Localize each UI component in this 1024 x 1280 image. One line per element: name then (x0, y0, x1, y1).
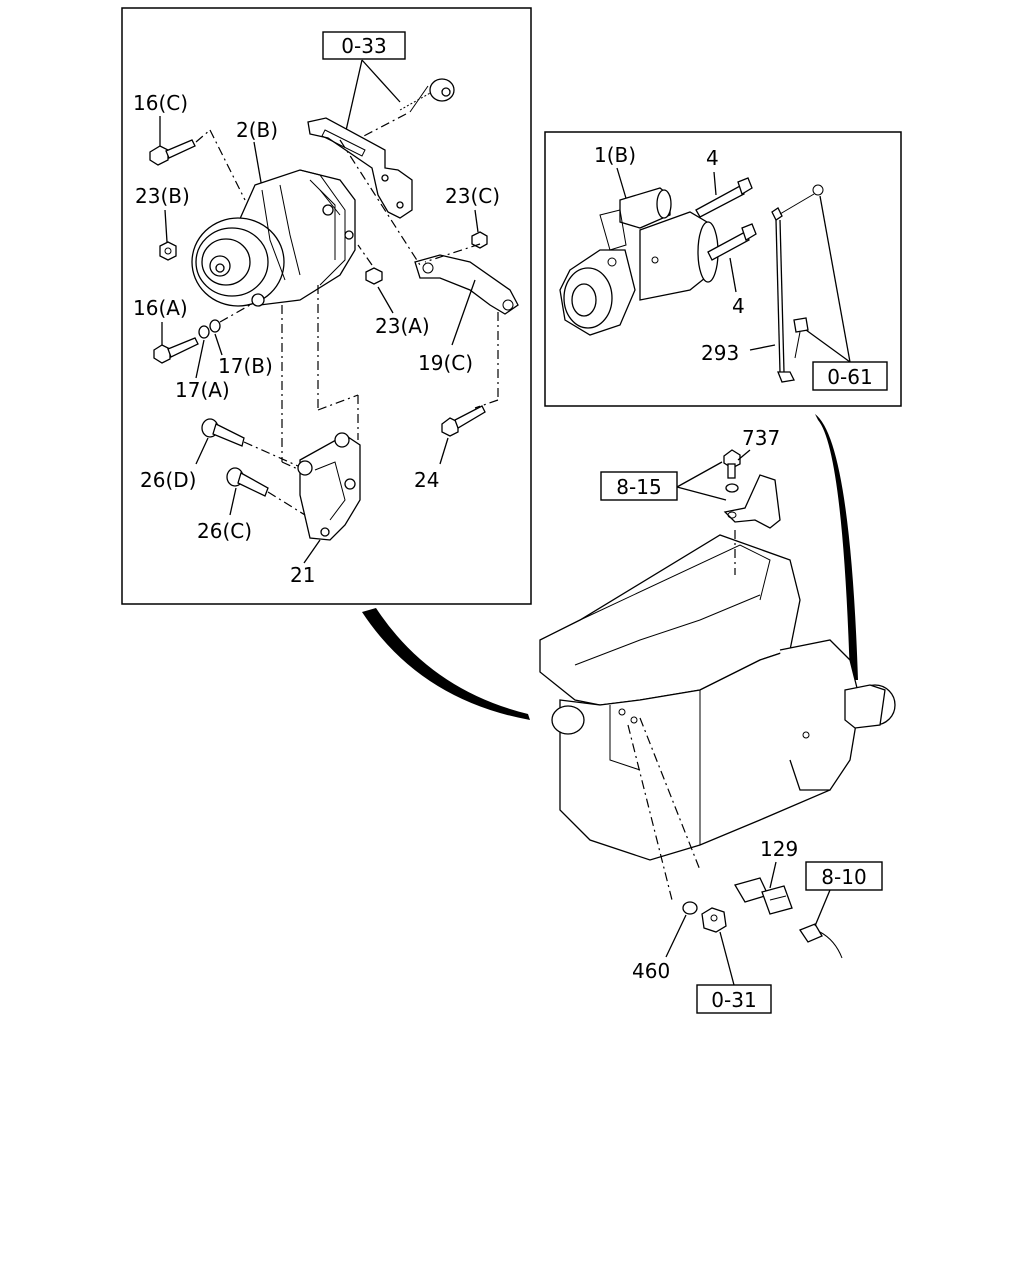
nut-23c (471, 231, 488, 249)
label-129: 129 (760, 837, 798, 861)
plug-0-31 (701, 907, 727, 933)
ref-0-61-label: 0-61 (827, 365, 872, 389)
terminal-screw (793, 317, 809, 359)
label-19c: 19(C) (418, 351, 473, 375)
ref-8-15-label: 8-15 (616, 475, 661, 499)
label-21: 21 (290, 563, 315, 587)
label-16c: 16(C) (133, 91, 188, 115)
tensioner-bolt (399, 78, 455, 113)
ref-box-0-61[interactable]: 0-61 (812, 361, 888, 391)
bracket-8-15 (723, 474, 781, 529)
label-23b: 23(B) (135, 184, 190, 208)
label-737: 737 (742, 426, 780, 450)
ref-box-8-10[interactable]: 8-10 (805, 861, 883, 891)
alternator-panel: 0-33 16(C) 2(B) (121, 7, 532, 605)
bolt-26c (226, 467, 269, 497)
nut-23a (365, 267, 383, 285)
label-17b: 17(B) (218, 354, 273, 378)
bolt-26d (201, 418, 245, 447)
washer-17a (198, 325, 210, 339)
label-26d: 26(D) (140, 468, 196, 492)
label-26c: 26(C) (197, 519, 252, 543)
starter-panel: 1(B) 4 4 (544, 131, 902, 407)
ref-box-8-15[interactable]: 8-15 (600, 471, 678, 501)
o-ring-460 (682, 901, 698, 915)
label-24: 24 (414, 468, 439, 492)
bolt-737 (723, 449, 741, 479)
bolt-16a (153, 337, 199, 364)
connector-8-10 (799, 923, 843, 959)
bolt-4-lower (707, 223, 757, 261)
washer-737 (725, 483, 739, 493)
mount-bracket-21 (299, 434, 361, 541)
bolt-24 (441, 405, 486, 437)
ref-0-31-label: 0-31 (711, 988, 756, 1012)
label-17a: 17(A) (175, 378, 230, 402)
arc-connector-alternator (362, 608, 530, 720)
label-16a: 16(A) (133, 296, 188, 320)
arc-connector-starter (815, 414, 858, 680)
bolt-4-upper (695, 177, 753, 218)
bolt-16c (149, 139, 196, 166)
washer-17b (209, 319, 221, 333)
nut-23b (159, 241, 177, 261)
sensor-129 (734, 877, 793, 915)
label-23c: 23(C) (445, 184, 500, 208)
bracket-19c (414, 254, 519, 315)
label-4-upper: 4 (706, 146, 719, 170)
label-460: 460 (632, 959, 670, 983)
starter-motor (559, 187, 719, 336)
ref-0-33-label: 0-33 (341, 34, 386, 58)
label-293: 293 (701, 341, 739, 365)
ref-box-0-31[interactable]: 0-31 (696, 984, 772, 1014)
label-2b: 2(B) (236, 118, 278, 142)
label-1b: 1(B) (594, 143, 636, 167)
label-23a: 23(A) (375, 314, 430, 338)
engine-block (539, 530, 896, 901)
label-4-lower: 4 (732, 294, 745, 318)
cable-293 (771, 184, 824, 383)
ref-box-0-33[interactable]: 0-33 (322, 31, 406, 60)
alternator (191, 169, 356, 307)
ref-8-10-label: 8-10 (821, 865, 866, 889)
